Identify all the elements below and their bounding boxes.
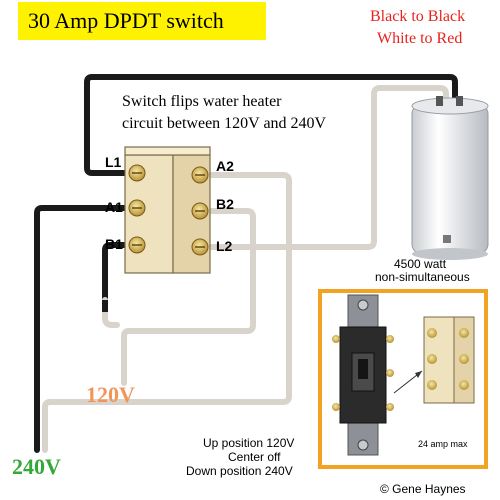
white-wire-b2 — [121, 208, 256, 386]
description-line2: circuit between 120V and 240V — [122, 115, 327, 132]
switch-photo-icon — [332, 294, 475, 456]
switch-photo-inset: 24 amp max — [318, 289, 488, 469]
terminal-label-l2: L2 — [216, 238, 233, 254]
black-wire-a1 — [34, 205, 128, 453]
position-center: Center off — [228, 450, 281, 464]
description-line1: Switch flips water heater — [122, 93, 282, 110]
position-down: Down position 240V — [186, 464, 293, 478]
copyright-credit: © Gene Haynes — [380, 482, 466, 496]
white-wire-a2 — [42, 172, 292, 453]
terminal-label-a2: A2 — [216, 158, 234, 174]
terminal-label-l1: L1 — [105, 154, 122, 170]
wiring-note-white: White to Red — [377, 30, 463, 47]
water-heater-icon — [411, 96, 489, 260]
inset-rating: 24 amp max — [418, 439, 468, 449]
voltage-240-label: 240V — [12, 454, 61, 479]
heater-wattage: 4500 watt — [394, 257, 447, 271]
white-wire-b1-120 — [102, 297, 120, 328]
page-title: 30 Amp DPDT switch — [18, 2, 266, 40]
position-up: Up position 120V — [203, 436, 295, 450]
terminal-label-b2: B2 — [216, 196, 234, 212]
black-wire-b1 — [102, 242, 128, 303]
white-wire-l2-to-heater — [207, 85, 449, 250]
voltage-120-label: 120V — [86, 382, 135, 407]
terminal-label-a1: A1 — [105, 199, 123, 215]
terminal-label-b1: B1 — [105, 236, 123, 252]
black-wire-l1-to-heater — [84, 74, 458, 176]
heater-mode: non-simultaneous — [375, 270, 470, 284]
wiring-note-black: Black to Black — [370, 8, 466, 25]
